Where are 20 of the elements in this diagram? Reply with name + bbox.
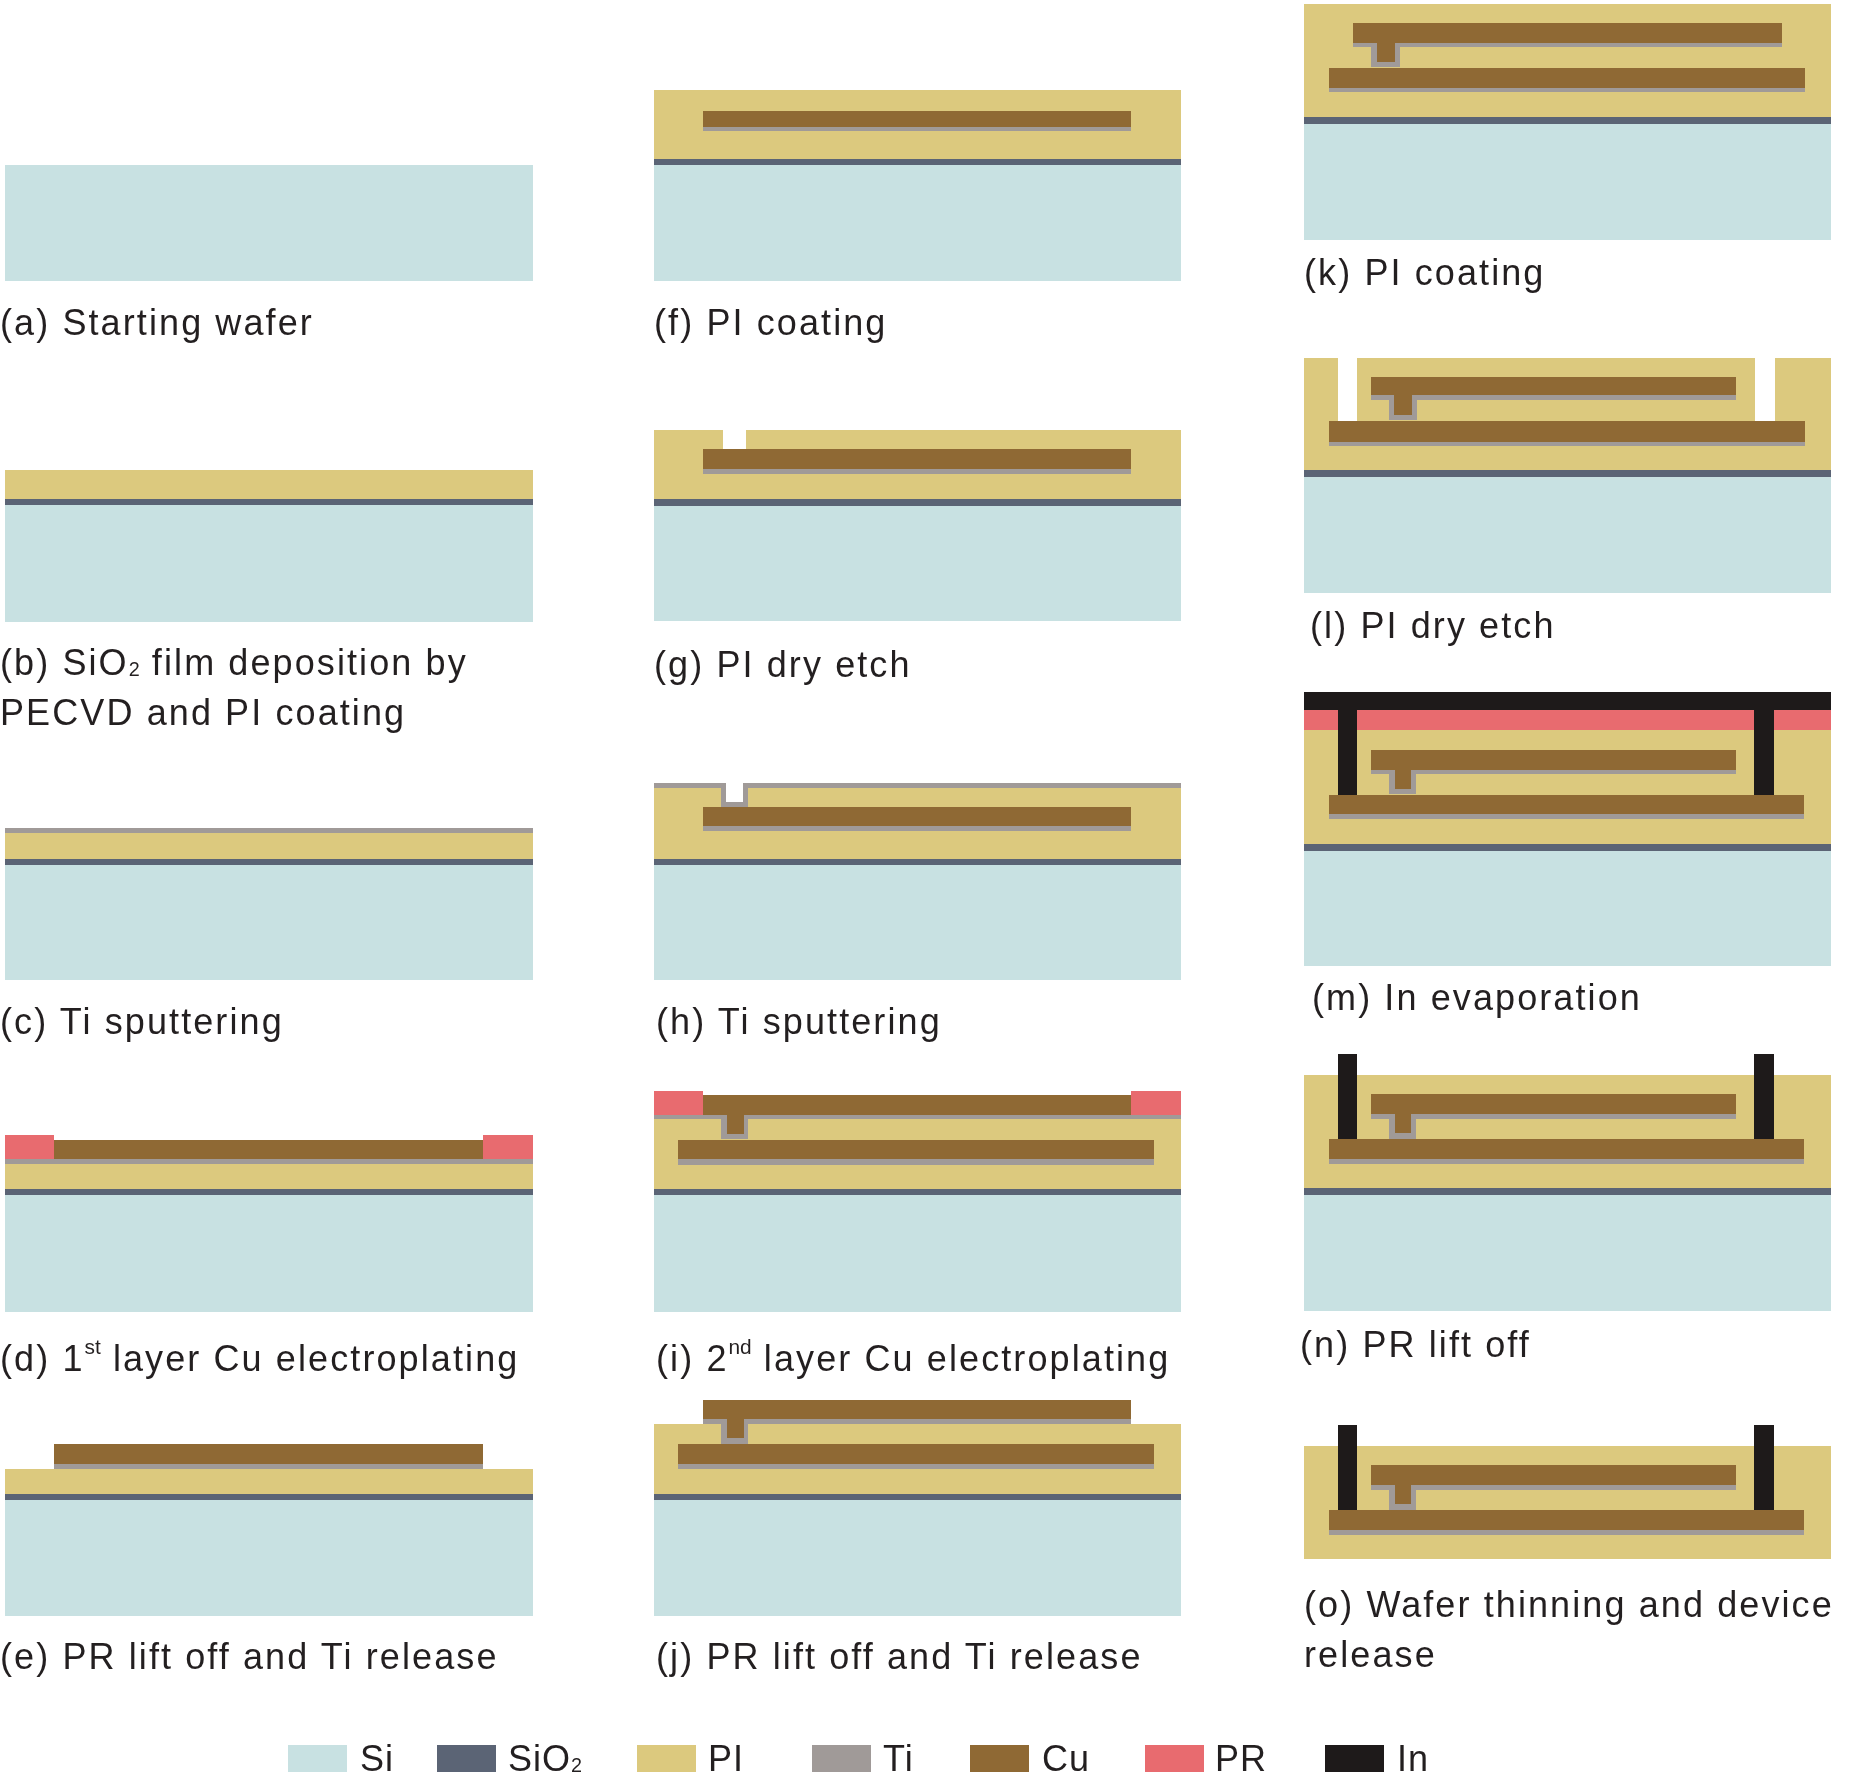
- step-caption: (d) 1$^{st}$ layer Cu electroplating: [0, 1334, 521, 1381]
- step-caption: (f) PI coating: [654, 301, 889, 345]
- step-caption: (j) PR lift off and Ti release: [656, 1635, 1144, 1679]
- legend-label: PI: [708, 1741, 744, 1777]
- step-caption: (h) Ti sputtering: [656, 1000, 943, 1044]
- legend-label: In: [1397, 1741, 1430, 1777]
- legend-label: Ti: [883, 1741, 914, 1777]
- step-caption: (c) Ti sputtering: [0, 1000, 285, 1044]
- step-caption: (m) In evaporation: [1312, 976, 1643, 1020]
- step-caption: (k) PI coating: [1304, 251, 1547, 295]
- legend-label: Cu: [1042, 1741, 1091, 1777]
- step-caption: (e) PR lift off and Ti release: [0, 1635, 500, 1679]
- step-caption: (g) PI dry etch: [654, 643, 913, 687]
- legend-label: PR: [1215, 1741, 1267, 1777]
- legend-label: Si: [360, 1741, 394, 1777]
- step-caption: (l) PI dry etch: [1310, 604, 1557, 648]
- step-caption: (n) PR lift off: [1300, 1323, 1532, 1367]
- step-caption: (o) Wafer thinning and device release: [1304, 1583, 1835, 1677]
- step-caption: (a) Starting wafer: [0, 301, 315, 345]
- step-caption: (i) 2$^{nd}$ layer Cu electroplating: [656, 1334, 1172, 1381]
